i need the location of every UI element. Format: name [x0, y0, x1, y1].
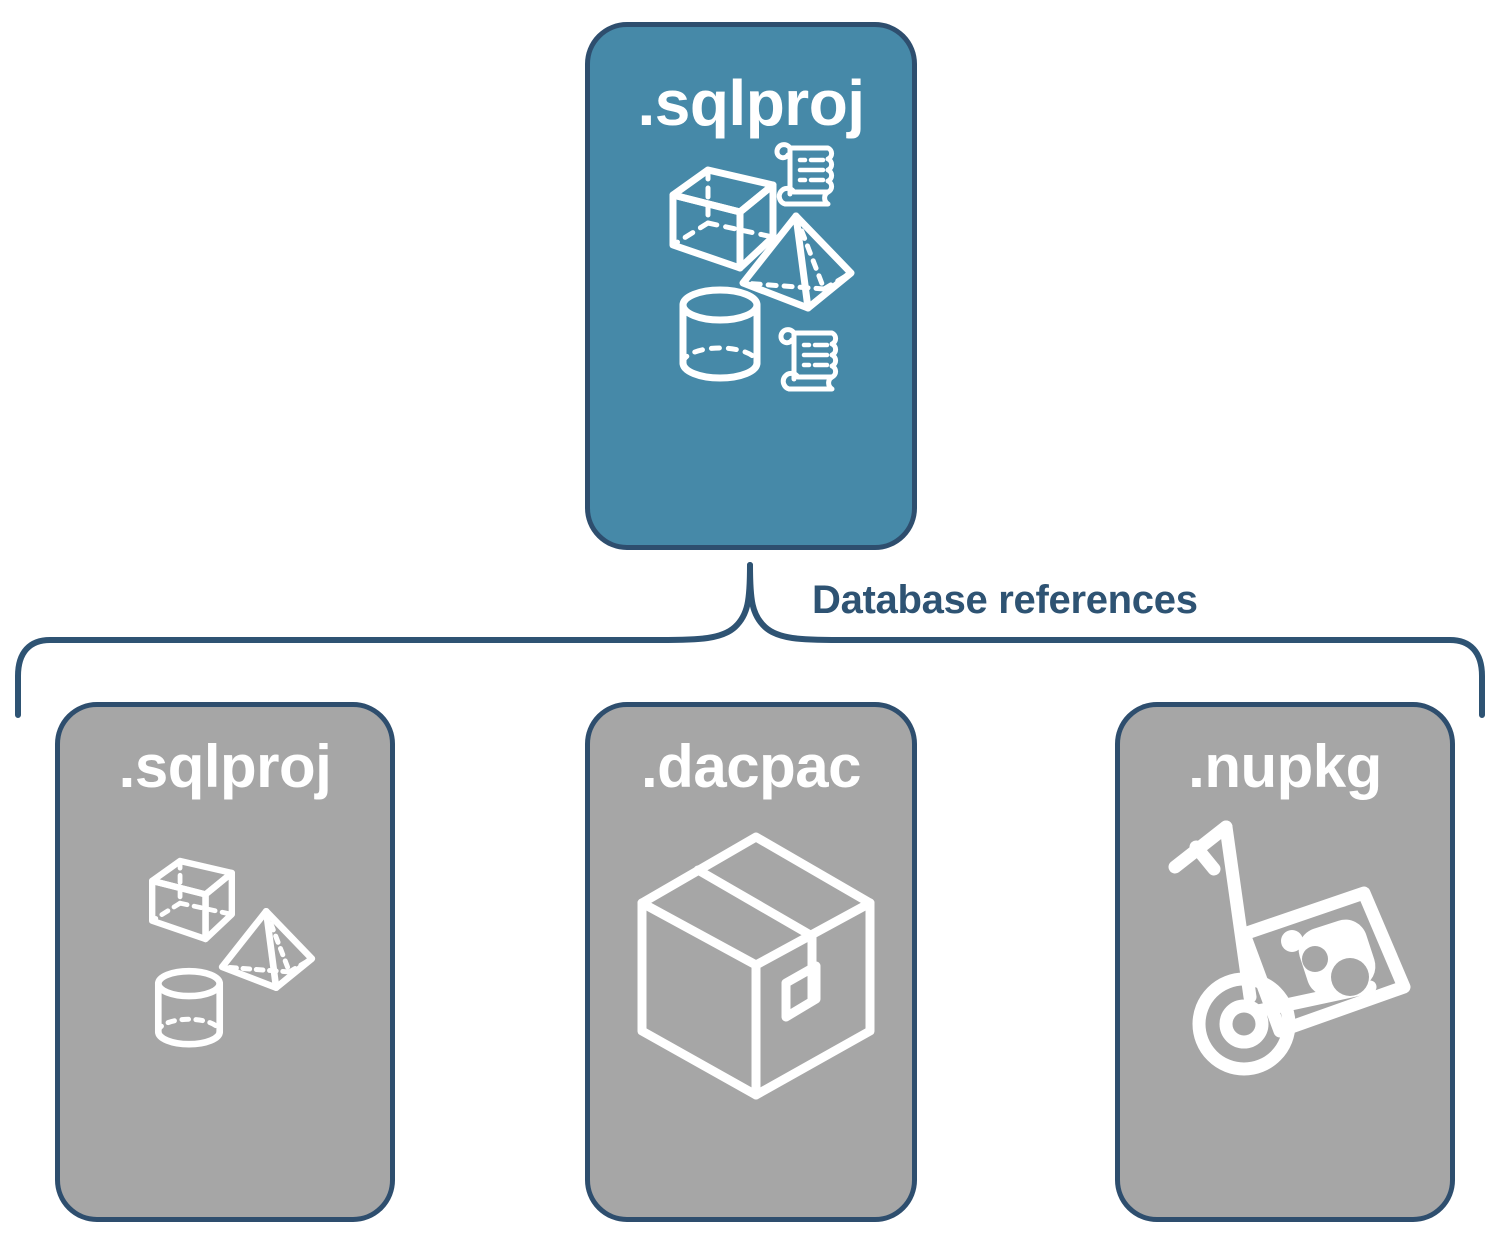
connector-label: Database references — [812, 578, 1198, 622]
reference-node-artwork — [60, 797, 390, 1217]
pyramid-icon — [218, 907, 316, 992]
reference-node-title: .nupkg — [1188, 733, 1382, 800]
reference-node-sqlproj[interactable]: .sqlproj — [55, 702, 395, 1222]
reference-node-title: .sqlproj — [118, 733, 332, 800]
cube-icon — [669, 166, 777, 272]
cylinder-icon — [679, 286, 761, 382]
pyramid-icon — [739, 212, 855, 312]
reference-node-nupkg[interactable]: .nupkg — [1115, 702, 1455, 1222]
nuget-package-icon — [1237, 886, 1411, 1038]
package-box-icon — [637, 832, 875, 1100]
cube-icon — [149, 857, 235, 943]
primary-node-title: .sqlproj — [637, 67, 865, 139]
reference-node-dacpac[interactable]: .dacpac — [585, 702, 917, 1222]
reference-node-title: .dacpac — [641, 733, 861, 800]
primary-node-artwork — [590, 135, 912, 545]
hand-truck-icon — [1168, 820, 1411, 1076]
primary-node-sqlproj[interactable]: .sqlproj — [585, 22, 917, 550]
reference-node-artwork — [590, 797, 912, 1217]
scroll-icon — [778, 327, 839, 392]
cylinder-icon — [154, 967, 224, 1048]
scroll-icon — [774, 142, 835, 207]
reference-node-artwork — [1120, 797, 1450, 1217]
